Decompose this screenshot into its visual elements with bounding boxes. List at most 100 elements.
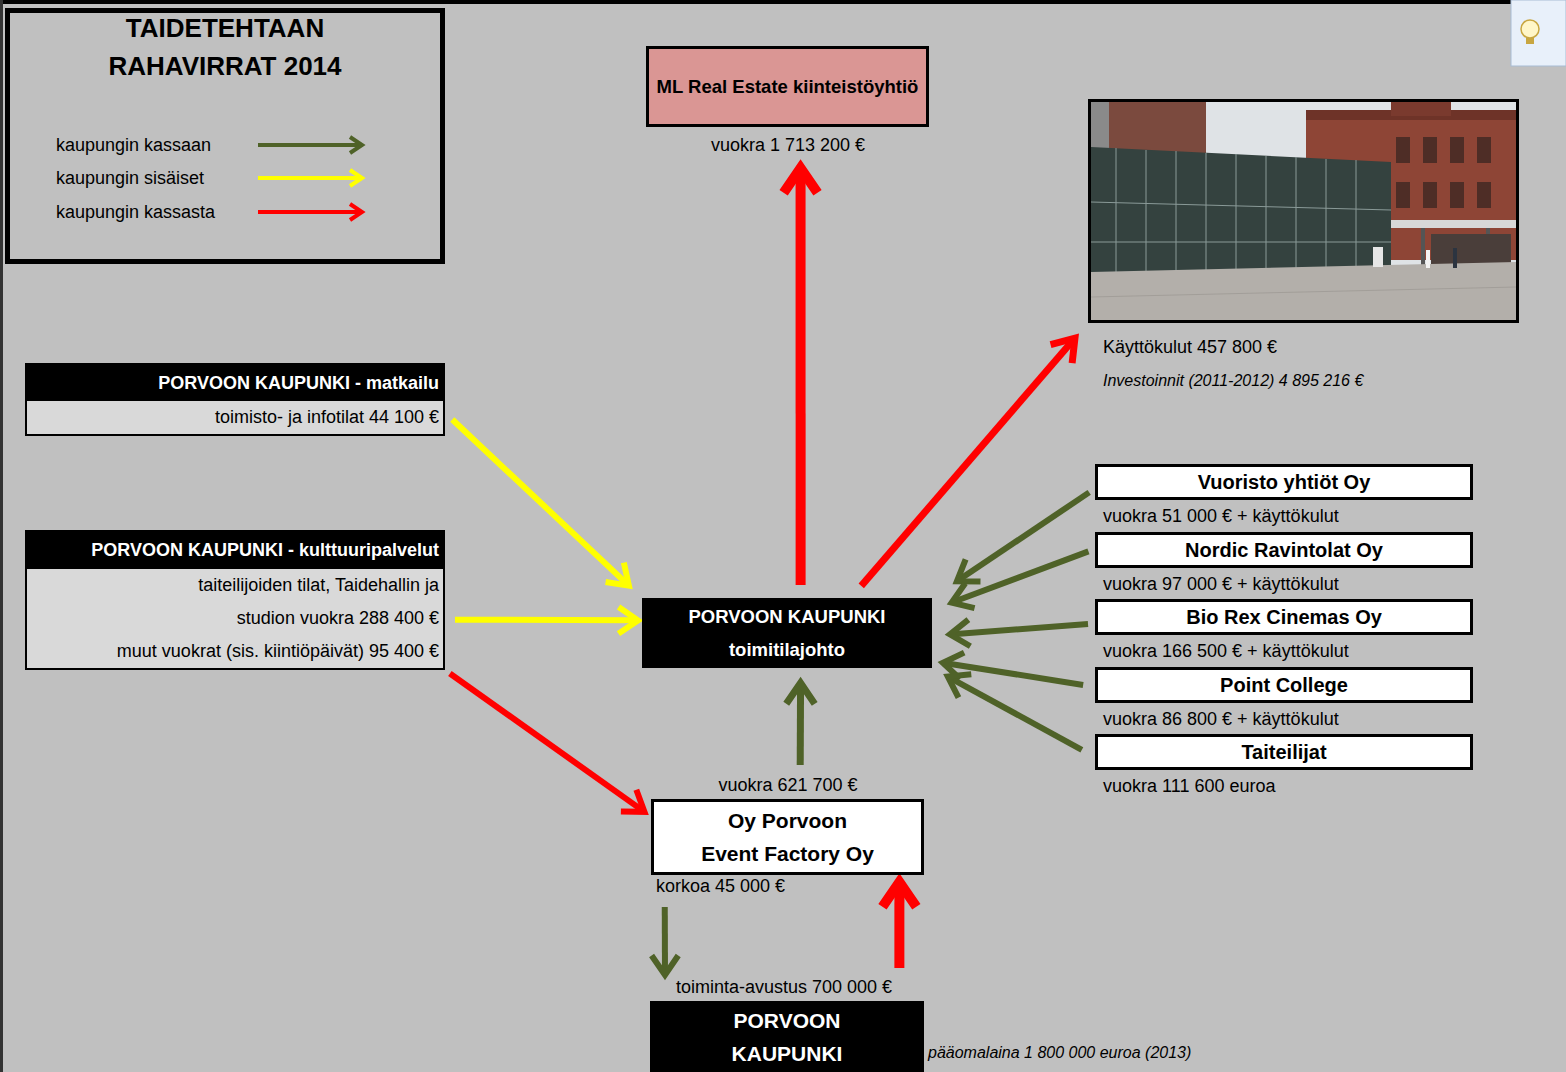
- flow-arrow: [948, 674, 1082, 750]
- scene-part: [1521, 20, 1539, 38]
- node-title: Bio Rex Cinemas Oy: [1186, 604, 1382, 630]
- scene-part: [1116, 148, 1117, 279]
- flow-arrow: [784, 168, 818, 585]
- node-title: Nordic Ravintolat Oy: [1185, 537, 1383, 563]
- scene-part: [1526, 38, 1534, 44]
- tooltip-icon: [1511, 0, 1566, 66]
- tenant-box: Taiteilijatvuokra 111 600 euroa: [1095, 734, 1473, 770]
- flow-arrow: [455, 607, 638, 634]
- photo-scene: [1091, 102, 1516, 320]
- flow-shaft: [959, 492, 1089, 579]
- company-box: Oy Porvoon Event Factory Oy: [651, 799, 924, 875]
- scene-part: [1326, 159, 1327, 272]
- scene-part: [1356, 160, 1357, 271]
- scene-part: [1450, 182, 1464, 208]
- swatch-shaft: [258, 143, 360, 147]
- flow-head: [950, 620, 970, 647]
- scene-part: [1091, 147, 1391, 280]
- flow-arrow: [950, 620, 1088, 647]
- scene-part: [1423, 137, 1437, 163]
- scene-part: [1477, 182, 1491, 208]
- frame-top: [0, 0, 1566, 4]
- flow-head: [618, 607, 638, 634]
- flow-label: korkoa 45 000 €: [653, 875, 788, 897]
- node-caption: vuokra 111 600 euroa: [1103, 775, 1275, 797]
- scene-part: [1206, 153, 1207, 276]
- tenant-box: Point Collegevuokra 86 800 € + käyttökul…: [1095, 667, 1473, 703]
- scene-part: [1426, 250, 1430, 268]
- flow-shaft: [450, 673, 642, 810]
- flow-head: [957, 559, 981, 581]
- flow-shaft: [861, 341, 1072, 586]
- legend-text: kaupungin sisäiset: [56, 167, 204, 189]
- panel-body: toimisto- ja infotilat 44 100 €: [27, 401, 443, 434]
- legend-swatch: [256, 167, 368, 189]
- flow-head: [786, 683, 814, 704]
- tenant-box: Nordic Ravintolat Oyvuokra 97 000 € + kä…: [1095, 532, 1473, 568]
- flow-arrow: [882, 882, 916, 968]
- node-title: Oy Porvoon Event Factory Oy: [699, 804, 877, 870]
- flow-arrow: [652, 907, 679, 975]
- scene-part: [1091, 102, 1109, 152]
- flow-arrow: [861, 338, 1075, 586]
- panel-line: taiteilijoiden tilat, Taidehallin ja stu…: [169, 569, 439, 635]
- scene-part: [1423, 182, 1437, 208]
- swatch-head: [350, 170, 362, 186]
- scene-part: [1396, 137, 1410, 163]
- scene-part: [1176, 151, 1177, 277]
- scene-part: [1091, 148, 1391, 279]
- node-title: Vuoristo yhtiöt Oy: [1198, 469, 1371, 495]
- building-photo: [1091, 102, 1516, 320]
- legend-swatch: [256, 201, 368, 223]
- flow-arrow: [450, 673, 645, 811]
- legend-row: kaupungin kassasta: [10, 201, 440, 223]
- node-title: ML Real Estate kiinteistöyhtiö: [657, 68, 919, 106]
- frame-left: [0, 0, 3, 1072]
- hub-box: PORVOON KAUPUNKI toimitilajohto: [642, 598, 932, 668]
- scene-part: [1091, 102, 1516, 320]
- node-title: PORVOON KAUPUNKI toimitilajohto: [642, 600, 932, 666]
- node-caption: vuokra 97 000 € + käyttökulut: [1103, 573, 1339, 595]
- scene-part: [1373, 247, 1383, 267]
- node-caption: Investoinnit (2011-2012) 4 895 216 €: [1103, 364, 1363, 397]
- panel-header: PORVOON KAUPUNKI - matkailu: [27, 365, 443, 401]
- scene-part: [1511, 0, 1566, 66]
- flow-arrow: [943, 653, 1083, 685]
- node-title: Point College: [1220, 672, 1348, 698]
- city-unit-panel: PORVOON KAUPUNKI - kulttuuripalveluttait…: [25, 530, 445, 670]
- panel-line: muut vuokrat (sis. kiintiöpäivät) 95 400…: [31, 635, 439, 668]
- node-caption-group: Käyttökulut 457 800 €Investoinnit (2011-…: [1103, 331, 1363, 397]
- node-caption: vuokra 166 500 € + käyttökulut: [1103, 640, 1349, 662]
- flow-arrow: [957, 492, 1089, 581]
- flow-head: [1051, 338, 1075, 363]
- flow-shaft: [796, 173, 806, 585]
- scene-part: [1396, 182, 1410, 208]
- flow-shaft: [954, 551, 1088, 601]
- legend-swatch: [256, 134, 368, 156]
- legend-row: kaupungin kassaan: [10, 134, 440, 156]
- flow-arrow: [952, 551, 1089, 608]
- flow-shaft: [953, 624, 1088, 634]
- flow-head: [621, 790, 645, 812]
- flow-head: [952, 583, 975, 608]
- legend-box: TAIDETEHTAAN RAHAVIRRAT 2014kaupungin ka…: [5, 8, 445, 264]
- node-title: PORVOON KAUPUNKI: [712, 1004, 862, 1070]
- scene-part: [1296, 157, 1297, 273]
- flow-head: [784, 168, 818, 193]
- tenant-box: Bio Rex Cinemas Oyvuokra 166 500 € + käy…: [1095, 599, 1473, 635]
- node-caption-group: vuokra 86 800 € + käyttökulut: [1103, 708, 1339, 730]
- node-caption-group: vuokra 111 600 euroa: [1103, 775, 1275, 797]
- node-caption: Käyttökulut 457 800 €: [1103, 331, 1363, 364]
- scene-part: [1091, 262, 1516, 320]
- tenant-box: Vuoristo yhtiöt Oyvuokra 51 000 € + käyt…: [1095, 464, 1473, 500]
- panel-body: taiteilijoiden tilat, Taidehallin ja stu…: [27, 569, 443, 668]
- scene-part: [1450, 137, 1464, 163]
- flow-head: [948, 674, 971, 697]
- panel-header: PORVOON KAUPUNKI - kulttuuripalvelut: [27, 532, 443, 569]
- note-label: pääomalaina 1 800 000 euroa (2013): [928, 1042, 1191, 1064]
- city-unit-panel: PORVOON KAUPUNKI - matkailutoimisto- ja …: [25, 363, 445, 436]
- swatch-head: [350, 204, 362, 220]
- company-box: ML Real Estate kiinteistöyhtiö: [646, 46, 930, 127]
- node-caption-group: vuokra 51 000 € + käyttökulut: [1103, 505, 1339, 527]
- scene-part: [1391, 220, 1516, 228]
